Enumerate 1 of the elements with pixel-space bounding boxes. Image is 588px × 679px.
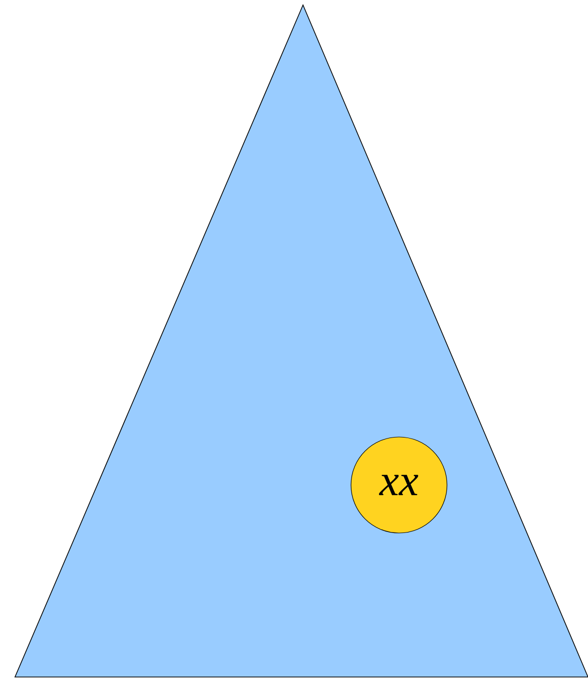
circle-label: xx bbox=[350, 436, 448, 534]
